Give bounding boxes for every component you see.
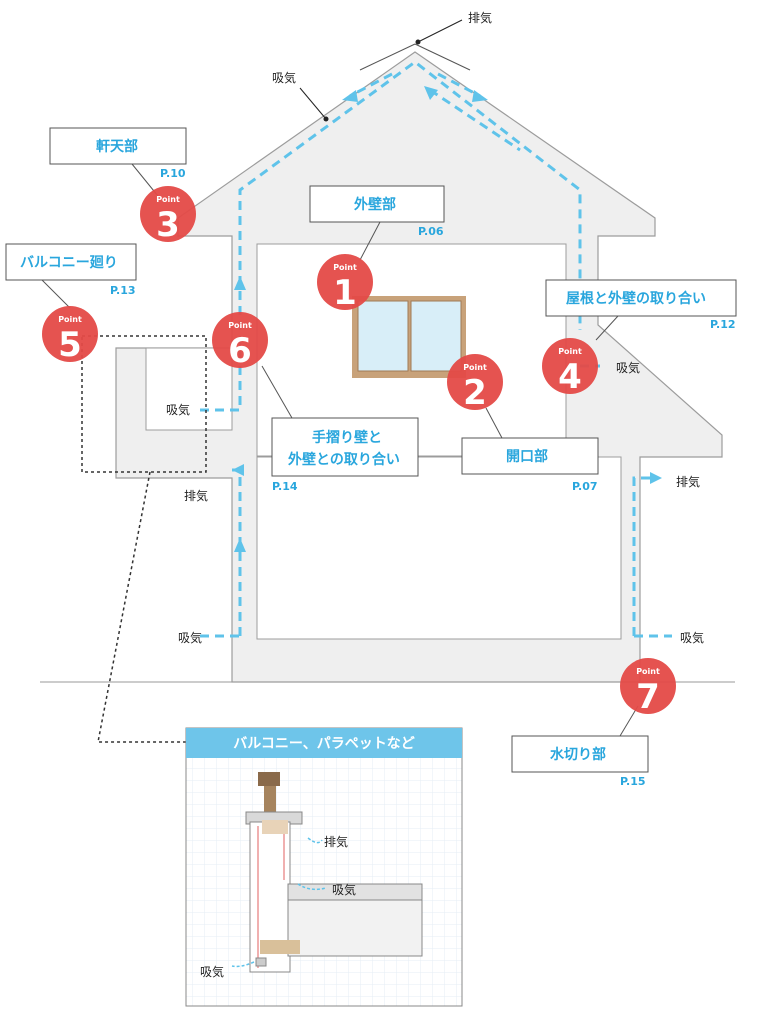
callout-roof-wall: 屋根と外壁の取り合い P.12 <box>545 279 737 341</box>
svg-text:1: 1 <box>333 273 357 313</box>
svg-text:2: 2 <box>463 373 487 413</box>
point-marker-1: Point 1 <box>317 254 373 313</box>
callout-soffit: 軒天部 P.10 <box>49 127 187 197</box>
handrail-title-line2: 外壁との取り合い <box>288 451 400 468</box>
roof-wall-title: 屋根と外壁の取り合い <box>566 290 706 307</box>
point-marker-4: Point 4 <box>542 338 598 397</box>
inset-exhaust-label: 排気 <box>324 834 348 849</box>
soffit-page: P.10 <box>160 167 186 180</box>
svg-text:Point: Point <box>333 263 357 272</box>
inset-intake-mid-label: 吸気 <box>332 882 356 897</box>
point-marker-6: Point 6 <box>212 312 268 371</box>
svg-text:Point: Point <box>58 315 82 324</box>
svg-text:Point: Point <box>228 321 252 330</box>
svg-text:6: 6 <box>228 331 252 371</box>
svg-text:Point: Point <box>558 347 582 356</box>
balcony-page: P.13 <box>110 284 136 297</box>
svg-text:Point: Point <box>463 363 487 372</box>
opening-page: P.07 <box>572 480 598 493</box>
drip-title: 水切り部 <box>550 746 606 763</box>
svg-text:7: 7 <box>636 677 660 717</box>
svg-text:4: 4 <box>558 357 582 397</box>
balcony-intake-label: 吸気 <box>166 402 190 417</box>
ground-intake-left-label: 吸気 <box>178 630 202 645</box>
handrail-page: P.14 <box>272 480 298 493</box>
handrail-title-line1: 手摺り壁と <box>312 429 382 446</box>
balcony-detail-inset: バルコニー、パラペットなど 排気 吸気 吸気 <box>185 727 463 1007</box>
lower-room <box>256 456 622 640</box>
callout-opening: 開口部 P.07 <box>461 407 599 493</box>
balcony-inner <box>145 347 233 431</box>
callout-exterior-wall: 外壁部 P.06 <box>309 185 445 261</box>
drip-page: P.15 <box>620 775 646 788</box>
soffit-title: 軒天部 <box>96 138 138 155</box>
ridge-exhaust-label: 排気 <box>468 10 492 25</box>
svg-text:Point: Point <box>156 195 180 204</box>
inset-intake-bottom-label: 吸気 <box>200 964 224 979</box>
inset-header <box>186 728 462 758</box>
right-roof-intake-label: 吸気 <box>616 360 640 375</box>
svg-text:5: 5 <box>58 325 82 365</box>
point-marker-2: Point 2 <box>447 354 503 413</box>
exterior-wall-page: P.06 <box>418 225 444 238</box>
callout-balcony: バルコニー廻り P.13 <box>5 243 137 309</box>
opening-title: 開口部 <box>506 448 548 465</box>
balcony-detail-leader <box>81 335 207 743</box>
svg-text:3: 3 <box>156 205 180 245</box>
inset-title: バルコニー、パラペットなど <box>233 736 415 752</box>
callout-handrail: 手摺り壁と 外壁との取り合い P.14 <box>261 365 419 493</box>
balcony-title: バルコニー廻り <box>20 255 118 271</box>
point-marker-3: Point 3 <box>140 186 196 245</box>
roof-intake-label: 吸気 <box>272 70 296 85</box>
balcony-exhaust-label: 排気 <box>184 488 208 503</box>
roof-wall-page: P.12 <box>710 318 736 331</box>
exterior-wall-title: 外壁部 <box>354 196 396 213</box>
svg-text:Point: Point <box>636 667 660 676</box>
ground-intake-right-label: 吸気 <box>680 630 704 645</box>
window <box>352 296 466 378</box>
right-exhaust-label: 排気 <box>676 474 700 489</box>
airflow-arrowheads <box>232 86 662 552</box>
callout-drip: 水切り部 P.15 <box>511 705 649 788</box>
point-marker-5: Point 5 <box>42 306 98 365</box>
point-marker-7: Point 7 <box>620 658 676 717</box>
